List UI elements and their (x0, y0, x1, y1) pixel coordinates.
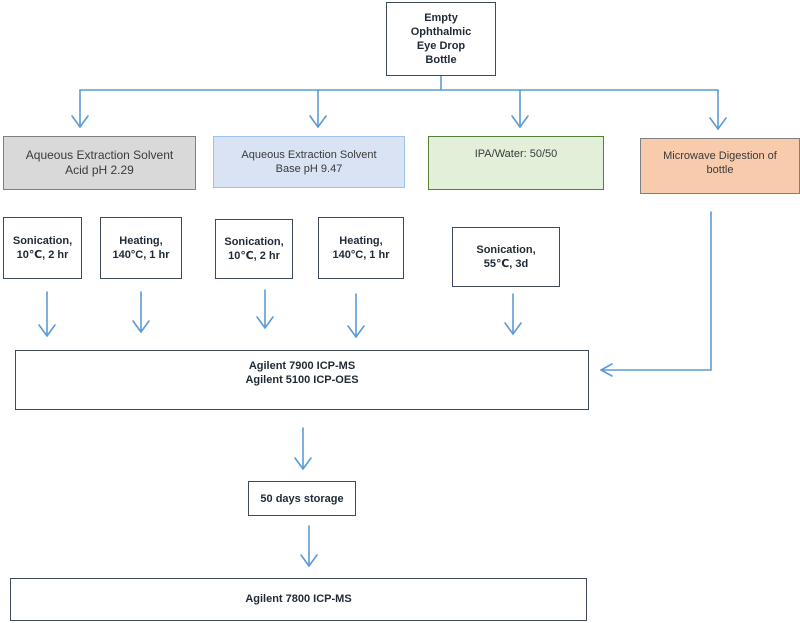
arrow-acid-sonication-head (38, 324, 56, 337)
base-line-1: Aqueous Extraction Solvent (241, 149, 377, 161)
microwave-line-2: bottle (706, 164, 734, 176)
arrow-to-storage-head (294, 457, 312, 470)
base-heating-line-2: 140°C, 1 hr (332, 249, 390, 261)
arrow-base-sonication-head (256, 316, 274, 329)
arrow-to-final-head (300, 554, 318, 567)
arrow-to-microwave-head (709, 117, 727, 130)
acid-sonication-line-2: 10℃, 2 hr (16, 249, 69, 261)
arrow-acid-heating-head (132, 320, 150, 333)
acid-line-1: Aqueous Extraction Solvent (25, 148, 174, 162)
source-line-4: Bottle (425, 54, 457, 66)
microwave-line-1: Microwave Digestion of (663, 150, 777, 162)
acid-heating-line-2: 140°C, 1 hr (112, 249, 170, 261)
source-line-1: Empty (424, 12, 458, 24)
node-ipa-sonication: Sonication, 55℃, 3d (452, 227, 560, 287)
source-line-3: Eye Drop (416, 40, 466, 52)
analysis-line-2: Agilent 5100 ICP-OES (245, 374, 359, 386)
node-final-icp-ms: Agilent 7800 ICP-MS (10, 578, 587, 621)
arrow-to-ipa-head (511, 115, 529, 128)
node-acid-sonication: Sonication, 10℃, 2 hr (3, 217, 82, 279)
node-storage: 50 days storage (248, 481, 356, 516)
acid-sonication-line-1: Sonication, (12, 235, 73, 247)
base-heating-line-1: Heating, (339, 235, 383, 247)
base-sonication-line-2: 10℃, 2 hr (228, 250, 280, 262)
storage-line-1: 50 days storage (260, 492, 344, 505)
node-base-solvent: Aqueous Extraction Solvent Base pH 9.47 (213, 136, 405, 188)
arrow-ipa-sonication-head (504, 322, 522, 335)
base-line-2: Base pH 9.47 (275, 163, 343, 175)
node-base-sonication: Sonication, 10℃, 2 hr (215, 219, 293, 279)
base-sonication-line-1: Sonication, (224, 236, 284, 248)
node-microwave-digestion: Microwave Digestion of bottle (640, 138, 800, 194)
analysis-line-1: Agilent 7900 ICP-MS (248, 360, 356, 372)
arrow-base-heating-head (347, 325, 365, 338)
node-ipa-water: IPA/Water: 50/50 (428, 136, 604, 190)
node-acid-solvent: Aqueous Extraction Solvent Acid pH 2.29 (3, 136, 196, 190)
source-line-2: Ophthalmic (410, 26, 472, 38)
node-base-heating: Heating, 140°C, 1 hr (318, 217, 404, 279)
ipa-sonication-line-1: Sonication, (476, 244, 536, 256)
node-source-bottle: Empty Ophthalmic Eye Drop Bottle (386, 2, 496, 76)
arrow-to-base-head (309, 115, 327, 128)
acid-line-2: Acid pH 2.29 (65, 163, 134, 177)
arrow-to-acid-head (71, 115, 89, 128)
acid-heating-line-1: Heating, (119, 235, 163, 247)
ipa-line-1: IPA/Water: 50/50 (474, 148, 558, 160)
node-icp-analysis: Agilent 7900 ICP-MS Agilent 5100 ICP-OES (15, 350, 589, 410)
node-acid-heating: Heating, 140°C, 1 hr (100, 217, 182, 279)
ipa-sonication-line-2: 55℃, 3d (483, 258, 529, 270)
final-line-1: Agilent 7800 ICP-MS (245, 593, 352, 605)
microwave-head (600, 363, 613, 377)
